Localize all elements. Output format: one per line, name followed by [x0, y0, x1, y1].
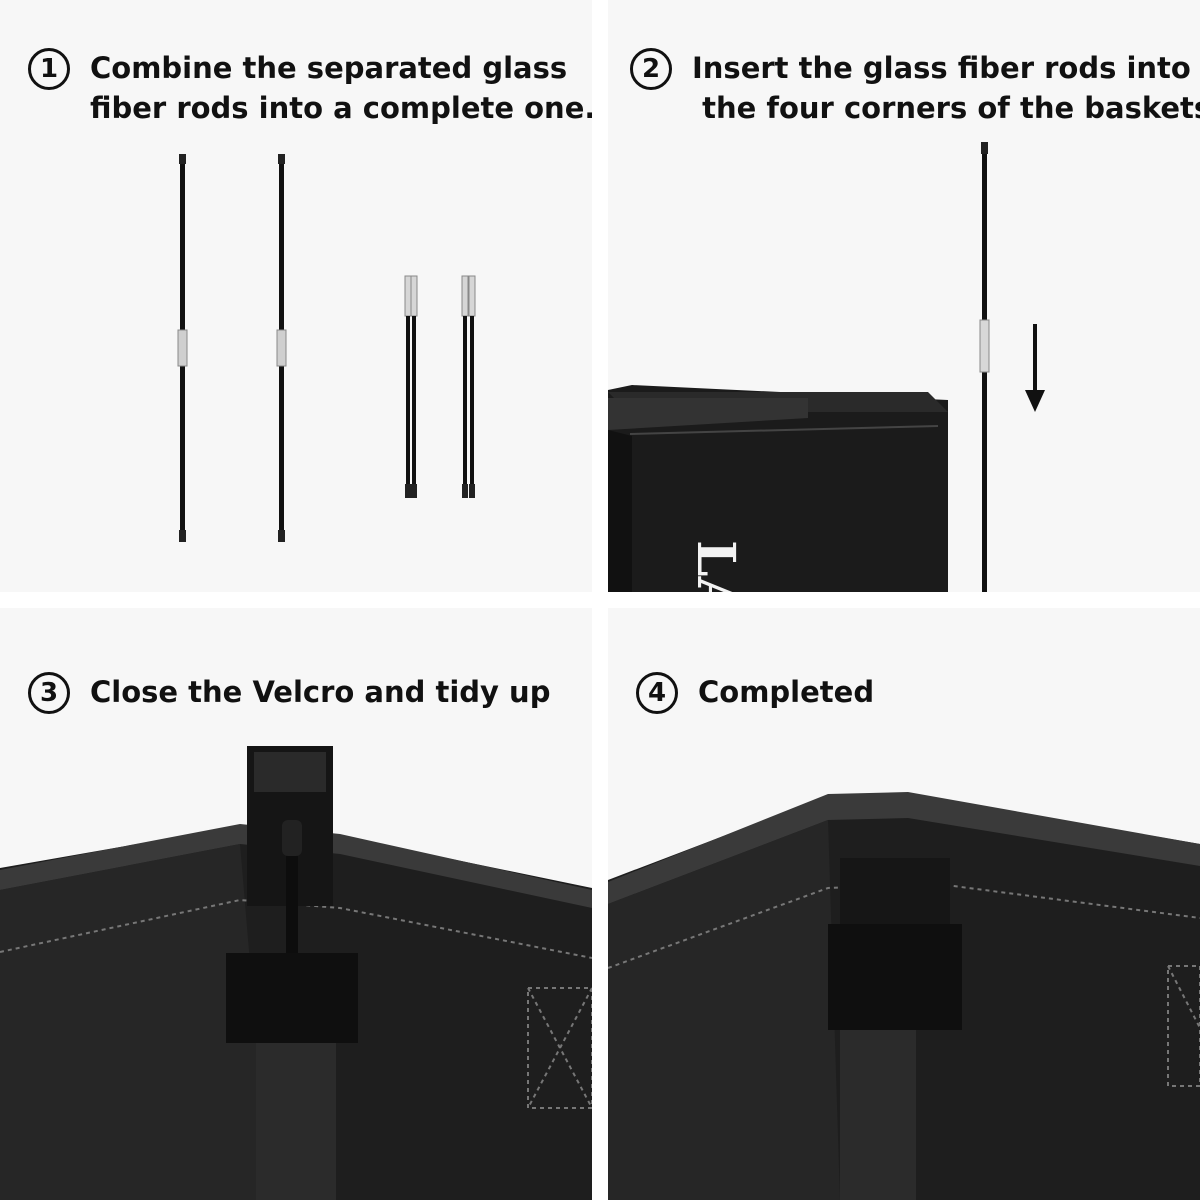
rod-end	[282, 820, 302, 958]
step-3-caption: 3 Close the Velcro and tidy up	[28, 672, 550, 714]
step-4-caption: 4 Completed	[636, 672, 874, 714]
step-2-text-line-2: the four corners of the baskets	[692, 91, 1200, 125]
down-arrow-icon	[1025, 324, 1045, 412]
long-rod	[177, 154, 188, 542]
short-rod-pair	[461, 275, 476, 498]
basket: LA	[608, 385, 948, 592]
velcro-closing-illustration	[0, 746, 592, 1200]
step-3-number: 3	[28, 672, 70, 714]
completed-basket-illustration	[608, 792, 1200, 1200]
step-3-text-line-1: Close the Velcro and tidy up	[90, 675, 551, 709]
long-rod	[276, 154, 287, 542]
basket-label-text: LA	[685, 540, 746, 592]
step-4-text-line-1: Completed	[698, 675, 875, 709]
short-rod-pair	[404, 275, 418, 498]
step-1-text-line-2: fiber rods into a complete one.	[90, 91, 592, 125]
rod-sleeve	[226, 953, 358, 1200]
step-3-panel: 3 Close the Velcro and tidy up	[0, 608, 592, 1200]
step-1-caption: 1 Combine the separated glass fiber rods…	[28, 48, 592, 128]
step-4-panel: 4 Completed	[608, 608, 1200, 1200]
step-2-text-line-1: Insert the glass fiber rods into	[692, 51, 1191, 85]
step-2-caption: 2 Insert the glass fiber rods into the f…	[630, 48, 1200, 128]
separated-rods-illustration	[177, 154, 476, 542]
step-1-number: 1	[28, 48, 70, 90]
step-2-panel: LA 2 Insert the glass fiber rods into th…	[608, 0, 1200, 592]
glass-fiber-rod	[979, 142, 990, 592]
step-2-number: 2	[630, 48, 672, 90]
step-1-text-line-1: Combine the separated glass	[90, 51, 568, 85]
insert-rod-illustration: LA	[608, 142, 1045, 592]
step-4-number: 4	[636, 672, 678, 714]
closed-velcro-strap	[828, 858, 962, 1200]
step-1-panel: 1 Combine the separated glass fiber rods…	[0, 0, 592, 592]
